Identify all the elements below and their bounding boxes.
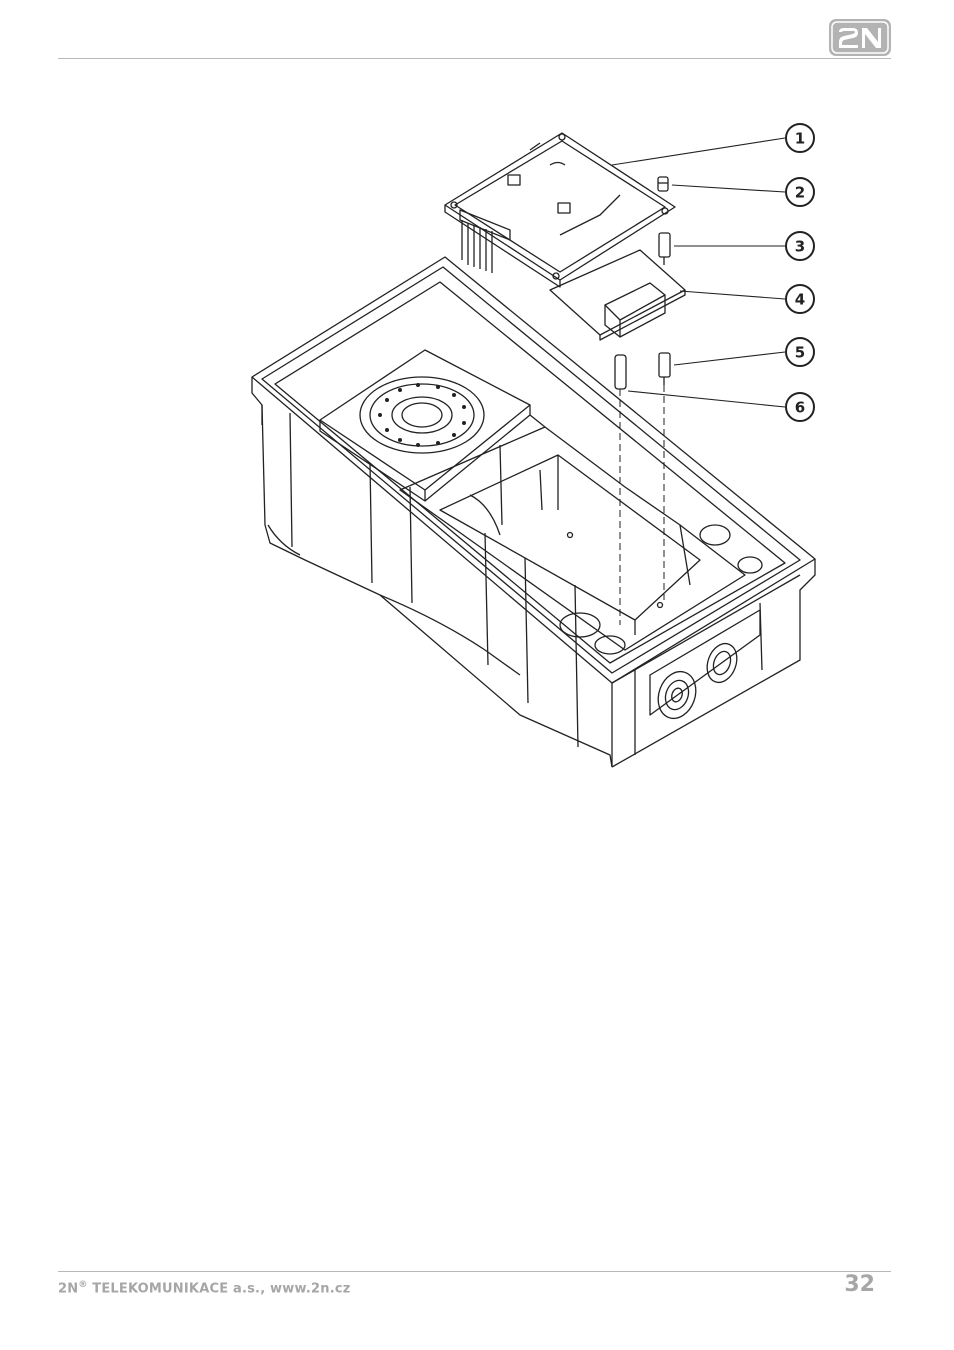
footer-brand: 2N [58,1281,78,1296]
footer-rule [58,1271,891,1272]
callout-label-1: 1 [795,130,805,148]
callout-label-5: 5 [795,344,805,362]
inner-compartment [400,415,762,654]
callout-label-4: 4 [795,291,805,309]
registered-mark: ® [78,1280,87,1290]
standoff-3 [659,233,670,265]
housing-box [252,257,815,767]
expansion-module [550,250,685,340]
speaker-module [320,350,530,501]
footer-company-text: TELEKOMUNIKACE a.s., www.2n.cz [88,1281,351,1296]
callout-leaders [612,138,785,407]
cable-glands [650,610,760,724]
callout-label-6: 6 [795,399,805,417]
callout-label-2: 2 [795,184,805,202]
callout-label-3: 3 [795,238,805,256]
footer-company: 2N® TELEKOMUNIKACE a.s., www.2n.cz [58,1280,351,1296]
screw-2 [658,177,668,191]
speaker-screw-holes [378,383,466,447]
spacer-6 [615,355,626,389]
brand-logo [829,19,891,56]
page-number: 32 [780,1272,875,1297]
header-rule [58,58,891,59]
exploded-assembly-diagram: 1 2 3 4 5 6 [240,115,840,785]
main-pcb [445,133,675,287]
standoff-5 [659,353,670,385]
